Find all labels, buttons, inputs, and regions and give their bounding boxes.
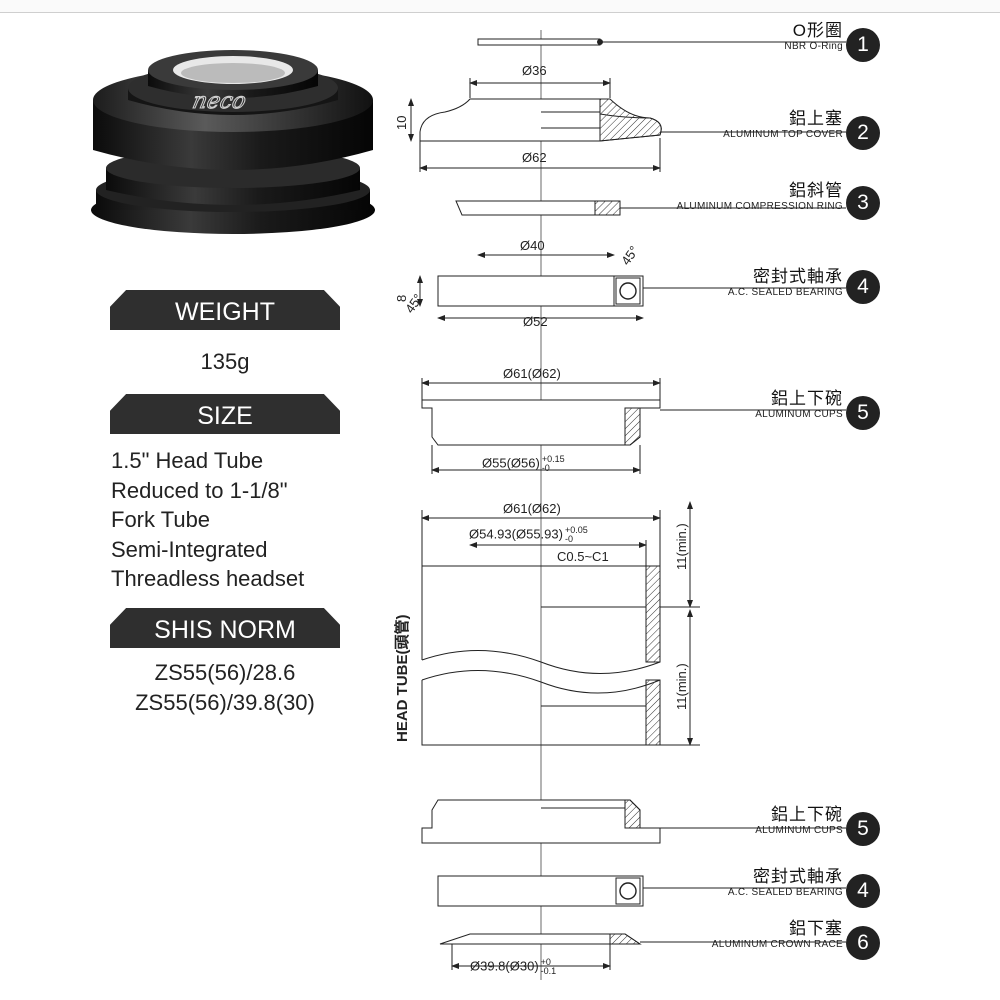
- shis-values: ZS55(56)/28.6 ZS55(56)/39.8(30): [100, 658, 350, 718]
- tol-lower: -0.1: [540, 966, 557, 976]
- size-line: 1.5" Head Tube: [111, 448, 264, 473]
- part-name-zh: 鋁上塞: [789, 109, 843, 128]
- dim-cup-insert: Ø55(Ø56)+0.15-0: [482, 455, 565, 473]
- part-name-zh: 密封式軸承: [753, 267, 843, 286]
- dim-tube-inner: Ø54.93(Ø55.93)+0.05-0: [469, 526, 588, 544]
- part-name-zh: 鋁上下碗: [771, 805, 843, 824]
- dim-top-cover-inner: Ø36: [522, 63, 547, 78]
- part-name-en: ALUMINUM CROWN RACE: [711, 939, 843, 950]
- part-number-circle: 4: [846, 270, 880, 304]
- size-badge: SIZE: [110, 394, 340, 434]
- shis-line: ZS55(56)/28.6: [154, 660, 296, 685]
- part-name-zh: O形圈: [792, 21, 843, 40]
- size-description: 1.5" Head Tube Reduced to 1-1/8" Fork Tu…: [111, 446, 304, 594]
- part-number-circle: 5: [846, 812, 880, 846]
- part-label-crown-race: 鋁下塞 ALUMINUM CROWN RACE: [712, 914, 843, 950]
- dim-bearing-outer: Ø52: [523, 314, 548, 329]
- part-name-en: ALUMINUM CUPS: [755, 409, 843, 420]
- dim-top-cover-outer: Ø62: [522, 150, 547, 165]
- dim-chamfer: C0.5~C1: [557, 549, 609, 564]
- size-line: Threadless headset: [111, 566, 305, 591]
- part-number-circle: 1: [846, 28, 880, 62]
- weight-value: 135g: [200, 349, 250, 374]
- dim-top-cover-height: 10: [394, 115, 409, 130]
- part-name-zh: 鋁斜管: [789, 181, 843, 200]
- dim-min-depth-top: 11(min.): [674, 523, 689, 570]
- part-name-en: ALUMINUM COMPRESSION RING: [676, 201, 843, 212]
- part-number-circle: 2: [846, 116, 880, 150]
- tol-upper: +0.15: [541, 454, 565, 464]
- part-number-circle: 4: [846, 874, 880, 908]
- part-label-upper-cup: 鋁上下碗 ALUMINUM CUPS: [755, 384, 843, 420]
- tol-upper: +0: [540, 957, 551, 967]
- head-tube-label: HEAD TUBE(頭管): [394, 614, 411, 743]
- part-label-oring: O形圈 NBR O-Ring: [784, 16, 843, 52]
- tol-lower: -0: [564, 534, 573, 544]
- headset-product-image: neco: [91, 50, 375, 234]
- part-name-zh: 密封式軸承: [753, 867, 843, 886]
- part-name-en: A.C. SEALED BEARING: [727, 887, 843, 898]
- part-number-circle: 3: [846, 186, 880, 220]
- dim-crown-race-value: Ø39.8(Ø30): [470, 958, 539, 974]
- part-name-zh: 鋁上下碗: [771, 389, 843, 408]
- part-label-bearing-top: 密封式軸承 A.C. SEALED BEARING: [728, 262, 843, 298]
- dim-tube-outer: Ø61(Ø62): [503, 501, 561, 516]
- part-name-en: ALUMINUM CUPS: [755, 825, 843, 836]
- part-name-en: A.C. SEALED BEARING: [727, 287, 843, 298]
- dim-tube-inner-value: Ø54.93(Ø55.93): [469, 526, 563, 542]
- shis-badge: SHIS NORM: [110, 608, 340, 648]
- part-number-circle: 5: [846, 396, 880, 430]
- dim-cup-insert-value: Ø55(Ø56): [482, 455, 540, 471]
- dim-bearing-inner: Ø40: [520, 238, 545, 253]
- weight-badge: WEIGHT: [110, 290, 340, 330]
- tol-upper: +0.05: [564, 525, 588, 535]
- part-name-en: ALUMINUM TOP COVER: [723, 129, 843, 140]
- dim-min-depth-bottom: 11(min.): [674, 663, 689, 710]
- part-label-top-cover: 鋁上塞 ALUMINUM TOP COVER: [723, 104, 843, 140]
- tol-lower: -0: [541, 463, 550, 473]
- part-label-lower-cup: 鋁上下碗 ALUMINUM CUPS: [755, 800, 843, 836]
- top-border: [0, 0, 1000, 13]
- part-number-circle: 6: [846, 926, 880, 960]
- shis-line: ZS55(56)/39.8(30): [135, 690, 315, 715]
- size-line: Semi-Integrated: [111, 536, 268, 562]
- size-line: Reduced to 1-1/8": [111, 477, 288, 503]
- part-name-en: NBR O-Ring: [784, 41, 843, 52]
- dim-cup-outer: Ø61(Ø62): [503, 366, 561, 381]
- part-label-compression-ring: 鋁斜管 ALUMINUM COMPRESSION RING: [677, 176, 843, 212]
- part-name-zh: 鋁下塞: [789, 919, 843, 938]
- part-label-bearing-bottom: 密封式軸承 A.C. SEALED BEARING: [728, 862, 843, 898]
- dim-crown-race: Ø39.8(Ø30)+0-0.1: [470, 958, 556, 976]
- size-line: Fork Tube: [111, 507, 211, 532]
- brand-logo: neco: [190, 88, 248, 114]
